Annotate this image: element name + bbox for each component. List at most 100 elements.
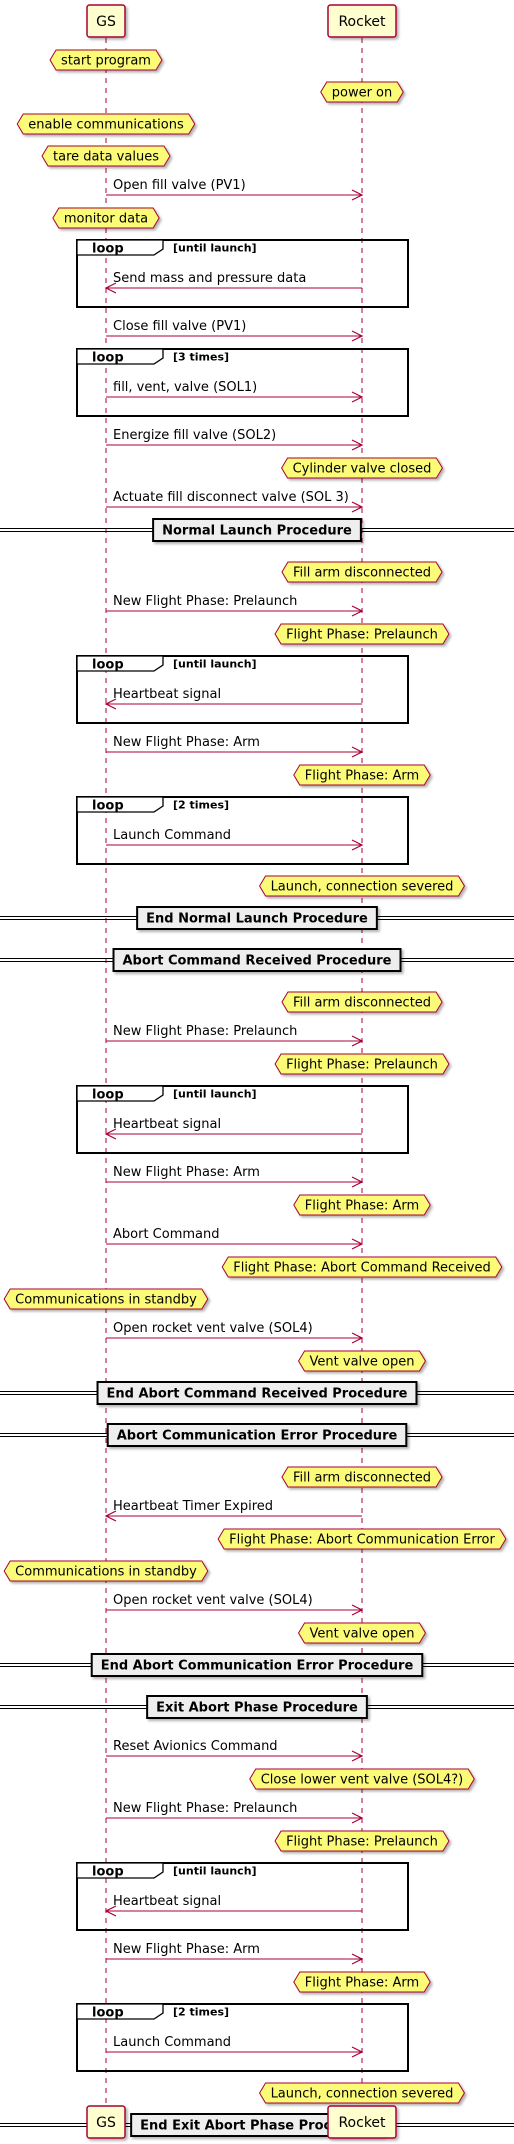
note-shape	[281, 457, 443, 479]
hexagon-note: Communications in standby	[3, 1560, 209, 1582]
message: Heartbeat signal	[104, 1894, 362, 1917]
message: Close fill valve (PV1)	[106, 319, 364, 342]
note-shape	[249, 1768, 475, 1790]
hexagon-note: tare data values	[41, 145, 171, 167]
participant-rocket-label: Rocket	[338, 2115, 386, 2131]
hexagon-note: Flight Phase: Arm	[293, 764, 431, 786]
section-separator: End Exit Abort Phase Procedure	[0, 2113, 514, 2137]
hexagon-note: Launch, connection severed	[258, 2082, 466, 2104]
message-label: Heartbeat signal	[113, 1894, 221, 1909]
participant-gs-label: GS	[96, 14, 116, 30]
note-text: start program	[61, 54, 151, 69]
note-shape	[293, 1971, 431, 1993]
separator-label: Abort Communication Error Procedure	[117, 1429, 398, 1444]
separator-box	[136, 906, 378, 930]
message-label: New Flight Phase: Arm	[113, 735, 260, 750]
message-label: Close fill valve (PV1)	[113, 319, 246, 334]
hexagon-note: Cylinder valve closed	[281, 457, 443, 479]
arrow-head-icon	[351, 391, 364, 403]
loop-frame: loop[until launch]	[76, 1862, 409, 1931]
message: Energize fill valve (SOL2)	[106, 428, 364, 451]
message-label: New Flight Phase: Prelaunch	[113, 1801, 297, 1816]
note-shape	[274, 1830, 450, 1852]
participant-rocket-top[interactable]: Rocket	[327, 4, 397, 38]
arrow-head-icon	[104, 698, 117, 710]
message: Open rocket vent valve (SOL4)	[106, 1593, 364, 1616]
note-text: Vent valve open	[310, 1355, 415, 1370]
hexagon-note: enable communications	[16, 113, 196, 135]
hexagon-note: Flight Phase: Prelaunch	[274, 1053, 450, 1075]
hexagon-note: power on	[320, 81, 404, 103]
diagram-events: loop[2 times]loop[until launch]loop[unti…	[0, 49, 514, 2137]
note-text: Flight Phase: Arm	[305, 769, 419, 784]
hexagon-note: Flight Phase: Prelaunch	[274, 623, 450, 645]
note-text: Fill arm disconnected	[293, 566, 431, 581]
hexagon-note: monitor data	[52, 207, 160, 229]
note-shape	[274, 623, 450, 645]
message-label: Open rocket vent valve (SOL4)	[113, 1593, 313, 1608]
note-shape	[217, 1528, 507, 1550]
note-shape	[41, 145, 171, 167]
loop-label: loop	[92, 2006, 124, 2021]
arrow-head-icon	[104, 1128, 117, 1140]
section-separator: End Abort Communication Error Procedure	[0, 1653, 514, 1677]
note-text: Communications in standby	[15, 1565, 197, 1580]
note-shape	[258, 2082, 466, 2104]
separator-box	[112, 948, 402, 972]
arrow-head-icon	[351, 839, 364, 851]
participant-rocket-bottom[interactable]: Rocket	[327, 2105, 397, 2139]
note-shape	[258, 875, 466, 897]
section-separator: Normal Launch Procedure	[0, 518, 514, 542]
loop-tab	[76, 348, 164, 365]
hexagon-note: Flight Phase: Arm	[293, 1194, 431, 1216]
arrow-head-icon	[104, 282, 117, 294]
note-text: Flight Phase: Abort Command Received	[233, 1261, 491, 1276]
message: Send mass and pressure data	[104, 271, 362, 294]
arrow-head-icon	[351, 746, 364, 758]
message-label: New Flight Phase: Arm	[113, 1165, 260, 1180]
message: Actuate fill disconnect valve (SOL 3)	[106, 490, 364, 513]
message-label: New Flight Phase: Prelaunch	[113, 594, 297, 609]
participant-gs-top[interactable]: GS	[86, 4, 126, 38]
message-label: Launch Command	[113, 2035, 231, 2050]
participant-gs-bottom[interactable]: GS	[86, 2105, 126, 2139]
message: Launch Command	[106, 828, 364, 851]
loop-tab	[76, 796, 164, 813]
hexagon-note: Vent valve open	[297, 1622, 427, 1644]
hexagon-note: Flight Phase: Arm	[293, 1971, 431, 1993]
message: New Flight Phase: Arm	[106, 1165, 364, 1188]
note-text: power on	[332, 86, 393, 101]
arrow-head-icon	[351, 1176, 364, 1188]
message: Open rocket vent valve (SOL4)	[106, 1321, 364, 1344]
message-label: Actuate fill disconnect valve (SOL 3)	[113, 490, 349, 505]
loop-tab	[76, 2003, 164, 2020]
separator-label: Normal Launch Procedure	[162, 524, 352, 539]
loop-border	[76, 655, 409, 724]
message-label: Abort Command	[113, 1227, 220, 1242]
note-text: Cylinder valve closed	[293, 462, 432, 477]
loop-condition: [3 times]	[173, 351, 229, 364]
loop-border	[76, 796, 409, 865]
note-shape	[281, 1466, 443, 1488]
separator-box	[146, 1695, 368, 1719]
section-separator: Abort Command Received Procedure	[0, 948, 514, 972]
message-label: Heartbeat signal	[113, 1117, 221, 1132]
note-text: Fill arm disconnected	[293, 996, 431, 1011]
hexagon-note: Launch, connection severed	[258, 875, 466, 897]
loop-label: loop	[92, 1865, 124, 1880]
note-text: Launch, connection severed	[271, 880, 454, 895]
hexagon-note: Fill arm disconnected	[281, 991, 443, 1013]
loop-condition: [until launch]	[173, 1088, 257, 1101]
hexagon-note: Flight Phase: Abort Communication Error	[217, 1528, 507, 1550]
arrow-head-icon	[351, 2046, 364, 2058]
arrow-head-icon	[351, 1035, 364, 1047]
loop-frame: loop [2 times]	[76, 2003, 409, 2072]
loop-condition: [2 times]	[173, 2006, 229, 2019]
message-label: Heartbeat Timer Expired	[113, 1499, 273, 1514]
message-label: Launch Command	[113, 828, 231, 843]
note-shape	[3, 1560, 209, 1582]
loop-frame: loop[2 times]	[76, 796, 409, 865]
section-separator: End Normal Launch Procedure	[0, 906, 514, 930]
hexagon-note: Flight Phase: Prelaunch	[274, 1830, 450, 1852]
loop-tab	[76, 1862, 164, 1879]
